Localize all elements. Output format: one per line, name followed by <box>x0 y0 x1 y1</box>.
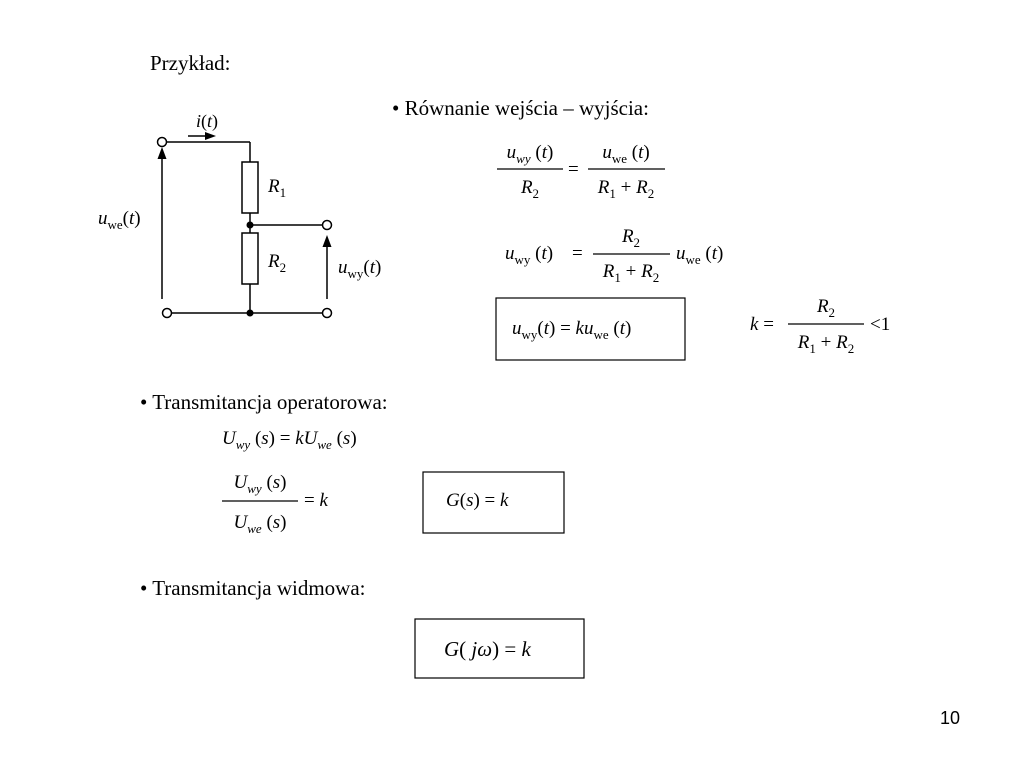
eq5-numerator: Uwy (s) <box>233 472 287 496</box>
terminal-out-bottom <box>321 307 333 319</box>
current-label: i(t) <box>196 111 219 131</box>
eq1-lhs-numerator: uwy (t) <box>506 142 554 166</box>
eqk-lhs: k = <box>750 314 774 335</box>
eq2-denominator: R1 + R2 <box>602 261 660 285</box>
page-number: 10 <box>940 708 961 728</box>
eqk-numerator: R2 <box>816 296 836 320</box>
spectral-transfer-heading: • Transmitancja widmowa: <box>140 576 366 600</box>
current-arrowhead <box>205 132 216 140</box>
eq1-equals: = <box>568 159 579 180</box>
slide-title: Przykład: <box>150 51 231 75</box>
eq7-content: G( jω) = k <box>444 637 531 661</box>
eq1-rhs-numerator: uwe (t) <box>602 142 650 166</box>
junction-mid <box>246 221 254 229</box>
input-voltage-arrowhead <box>157 147 167 159</box>
terminal-in-top <box>156 136 168 148</box>
circuit-diagram <box>156 135 333 319</box>
resistor-r2 <box>241 232 259 285</box>
junction-bottom <box>246 309 254 317</box>
eq2-numerator: R2 <box>621 226 641 250</box>
eq2-equals: = <box>572 243 583 264</box>
eq4: Uwy (s) = kUwe (s) <box>222 428 357 452</box>
eq7-box <box>414 618 585 679</box>
io-equation-heading: • Równanie wejścia – wyjścia: <box>392 96 649 120</box>
eq6-content: G(s) = k <box>446 490 509 511</box>
eq5-rhs: = k <box>304 490 328 511</box>
eq3-content: uwy(t) = kuwe (t) <box>512 318 632 342</box>
eq2-rhs: uwe (t) <box>676 243 724 267</box>
eq1-rhs-denominator: R1 + R2 <box>597 177 655 201</box>
output-voltage-label: uwy(t) <box>338 257 382 281</box>
terminal-out-top <box>321 219 333 231</box>
eq3-box <box>495 297 686 361</box>
resistor-r1 <box>241 161 259 214</box>
r2-label: R2 <box>268 251 287 275</box>
eq2-lhs: uwy (t) <box>505 243 554 267</box>
terminal-in-bottom <box>161 307 173 319</box>
r1-label: R1 <box>268 176 287 200</box>
operator-transfer-heading: • Transmitancja operatorowa: <box>140 390 388 414</box>
eq1-lhs-denominator: R2 <box>520 177 540 201</box>
input-voltage-label: uwe(t) <box>98 208 141 232</box>
eq5-denominator: Uwe (s) <box>233 512 287 536</box>
eqk-denominator: R1 + R2 <box>797 332 855 356</box>
eq6-box <box>422 471 565 534</box>
eqk-bound: <1 <box>870 314 891 335</box>
output-voltage-arrowhead <box>322 235 332 247</box>
